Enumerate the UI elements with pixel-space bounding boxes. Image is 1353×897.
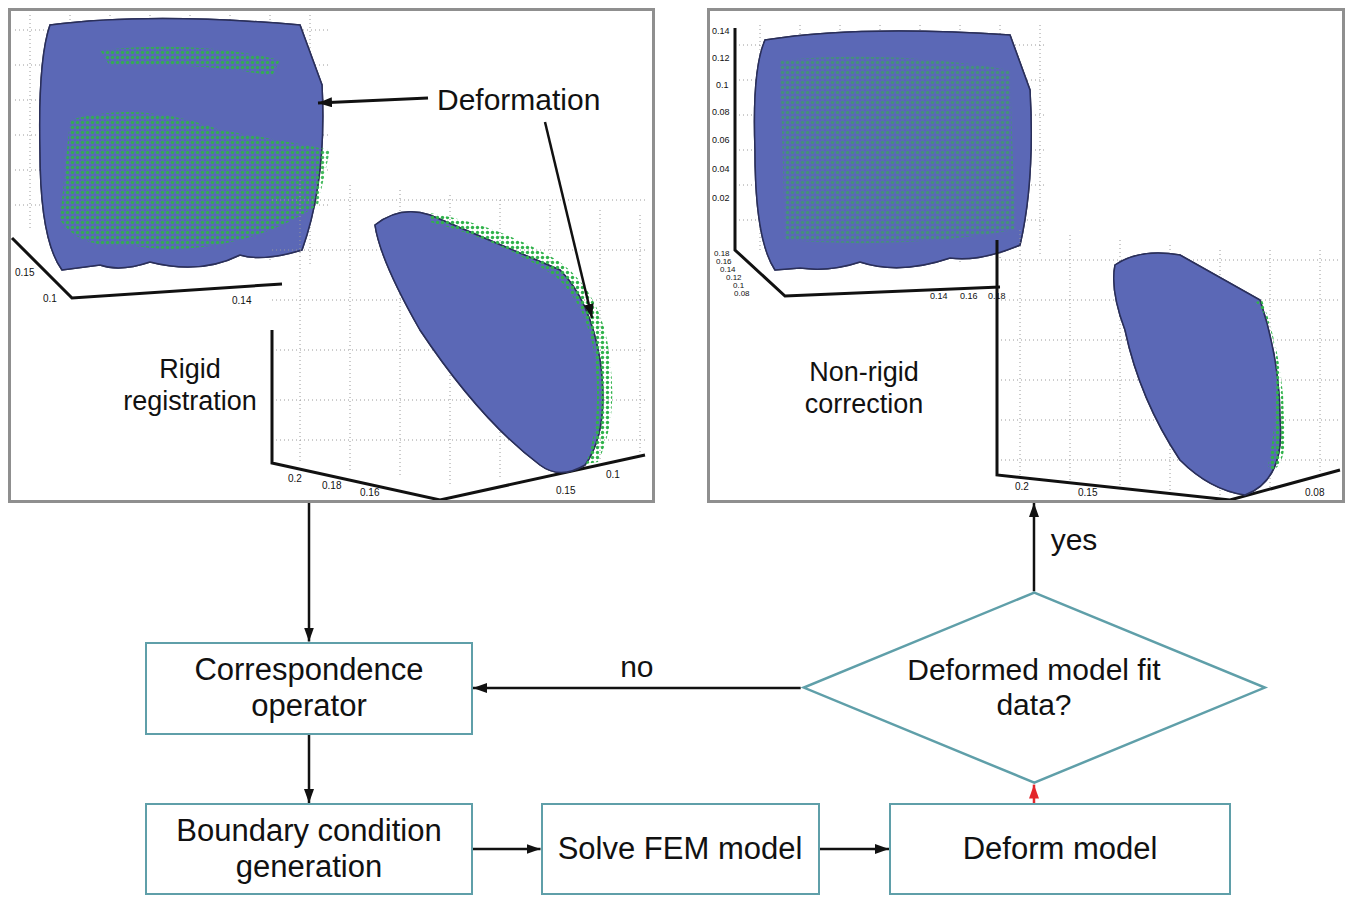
axis-tick: 0.14 xyxy=(232,296,251,306)
mesh-texture xyxy=(754,31,1031,270)
leader-arrow xyxy=(545,122,592,318)
panel-ground xyxy=(707,8,1345,503)
axis-tick: 0.15 xyxy=(15,268,34,278)
axis-tick: 0.18 xyxy=(322,481,341,491)
axis-tick: 0.02 xyxy=(712,194,730,203)
axis-tick: 0.18 xyxy=(714,250,730,258)
flow-arrow xyxy=(473,687,801,690)
process-box: Solve FEM model xyxy=(541,803,820,895)
decision-diamond: Deformed model fit data? xyxy=(801,591,1268,784)
axis-tick: 0.1 xyxy=(733,282,744,290)
axis-tick: 0.14 xyxy=(720,266,736,274)
process-box: Boundary condition generation xyxy=(145,803,473,895)
box-text: Boundary condition generation xyxy=(159,813,459,884)
flow-arrow xyxy=(820,848,890,851)
axis-tick: 0.1 xyxy=(716,81,729,90)
box-text: Correspondence operator xyxy=(159,652,459,723)
axis-tick: 0.12 xyxy=(726,274,742,282)
axis-tick: 0.2 xyxy=(288,474,302,484)
axis-tick: 0.16 xyxy=(716,258,732,266)
flow-arrow xyxy=(1033,503,1036,591)
box-text-wrap: Deform model xyxy=(963,831,1158,867)
axis-tick: 0.08 xyxy=(1305,488,1324,498)
box-text-wrap: Boundary condition generation xyxy=(159,813,459,884)
axis-tick: 0.14 xyxy=(930,292,948,301)
panel-ground xyxy=(8,8,655,503)
leader-arrow xyxy=(318,98,428,103)
liver-model xyxy=(375,212,603,473)
box-text: Solve FEM model xyxy=(558,831,803,867)
box-text-wrap: Correspondence operator xyxy=(159,652,459,723)
edge-label: yes xyxy=(1047,523,1102,556)
flow-arrow xyxy=(308,503,311,642)
edge-label: no xyxy=(616,649,657,682)
decision-text: Deformed model fit data? xyxy=(899,653,1169,722)
axis-tick: 0.15 xyxy=(556,486,575,496)
axis-tick: 0.1 xyxy=(606,470,620,480)
plot-grid xyxy=(997,230,1338,498)
mesh-texture xyxy=(1114,253,1281,495)
axis-tick: 0.08 xyxy=(734,290,750,298)
axis-tick: 0.08 xyxy=(712,108,730,117)
liver-model xyxy=(754,31,1031,270)
axis-tick: 0.04 xyxy=(712,165,730,174)
axis-tick: 0.1 xyxy=(43,294,57,304)
diamond-shape xyxy=(803,593,1264,783)
panel-title: Rigid registration xyxy=(105,353,275,418)
plot-axis xyxy=(997,240,1340,500)
callout-label: Deformation xyxy=(437,82,652,118)
plot-grid xyxy=(272,180,645,485)
surface-data xyxy=(780,57,1015,244)
figure-panel: DeformationRigid registration xyxy=(8,8,655,503)
panel-title: Non-rigid correction xyxy=(774,356,954,421)
axis-tick: 0.15 xyxy=(1078,488,1097,498)
surface-data xyxy=(1256,300,1285,470)
flow-arrow xyxy=(473,848,541,851)
process-box: Correspondence operator xyxy=(145,642,473,735)
surface-data xyxy=(430,213,612,464)
axis-tick: 0.18 xyxy=(988,292,1006,301)
liver-model xyxy=(1114,253,1281,495)
process-box: Deform model xyxy=(889,803,1231,895)
axis-tick: 0.2 xyxy=(1015,482,1029,492)
axis-tick: 0.16 xyxy=(360,488,379,498)
axis-tick: 0.14 xyxy=(712,27,730,36)
mesh-texture xyxy=(375,212,603,473)
flow-arrow xyxy=(308,735,311,804)
surface-data xyxy=(60,47,330,249)
figure-panel: Non-rigid correction xyxy=(707,8,1345,503)
axis-tick: 0.12 xyxy=(712,54,730,63)
box-text-wrap: Solve FEM model xyxy=(558,831,803,867)
box-text: Deform model xyxy=(963,831,1158,867)
flow-arrow xyxy=(1033,785,1036,803)
axis-tick: 0.06 xyxy=(712,136,730,145)
decision-text-wrap: Deformed model fit data? xyxy=(899,653,1169,722)
axis-tick: 0.16 xyxy=(960,292,978,301)
